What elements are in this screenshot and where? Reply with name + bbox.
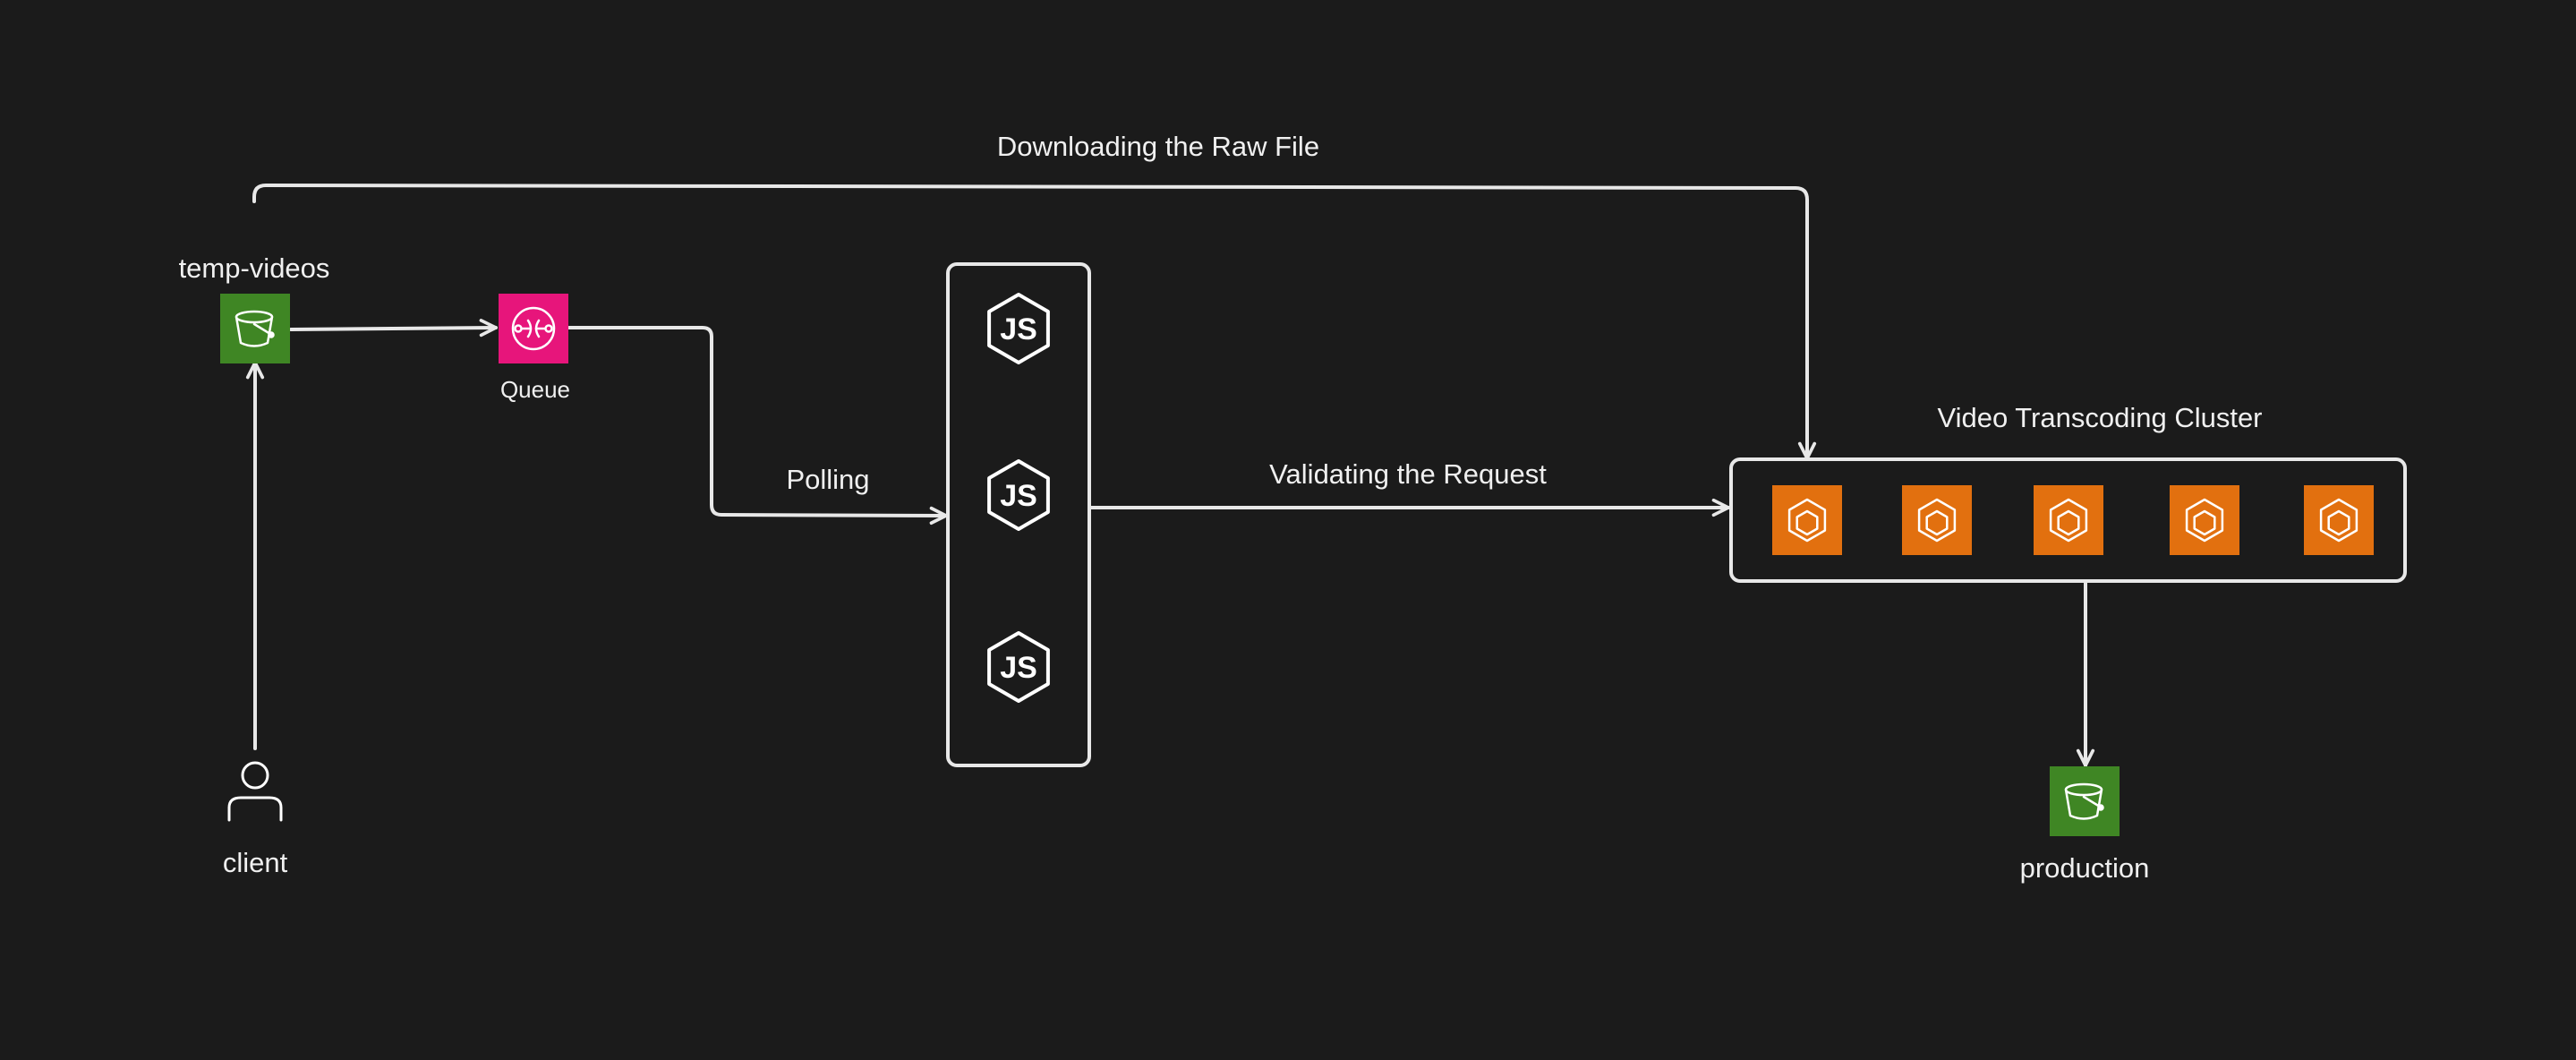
nodejs-icon: JS bbox=[987, 293, 1050, 364]
cluster-label: Video Transcoding Cluster bbox=[1937, 402, 2262, 433]
sqs-queue-icon bbox=[499, 294, 568, 363]
queue-label: Queue bbox=[500, 376, 570, 403]
edge-label-validate: Validating the Request bbox=[1269, 458, 1547, 490]
ecs-container-icon bbox=[2034, 485, 2103, 555]
container-list bbox=[1772, 485, 2374, 555]
svg-text:JS: JS bbox=[1000, 312, 1037, 346]
worker-list: JS JS JS bbox=[987, 293, 1050, 703]
edge-download-raw-file bbox=[252, 184, 1817, 460]
cluster-frame bbox=[1729, 457, 2407, 583]
nodejs-icon: JS bbox=[987, 631, 1050, 703]
ecs-container-icon bbox=[1902, 485, 1972, 555]
edge-label-download: Downloading the Raw File bbox=[997, 131, 1319, 162]
s3-bucket-icon bbox=[2050, 766, 2120, 836]
svg-text:JS: JS bbox=[1000, 651, 1037, 685]
nodejs-icon: JS bbox=[987, 459, 1050, 531]
production-bucket-label: production bbox=[2020, 852, 2150, 884]
ecs-container-icon bbox=[2170, 485, 2239, 555]
s3-bucket-icon bbox=[220, 294, 290, 363]
client-label: client bbox=[223, 847, 288, 878]
ecs-container-icon bbox=[1772, 485, 1842, 555]
temp-bucket-label: temp-videos bbox=[179, 252, 330, 284]
ecs-container-icon bbox=[2304, 485, 2374, 555]
user-icon bbox=[227, 761, 283, 822]
edge-bucket-to-queue bbox=[289, 319, 498, 338]
edge-polling bbox=[567, 326, 948, 526]
edge-label-polling: Polling bbox=[786, 464, 869, 495]
svg-text:JS: JS bbox=[1000, 479, 1037, 513]
worker-group bbox=[946, 262, 1091, 767]
